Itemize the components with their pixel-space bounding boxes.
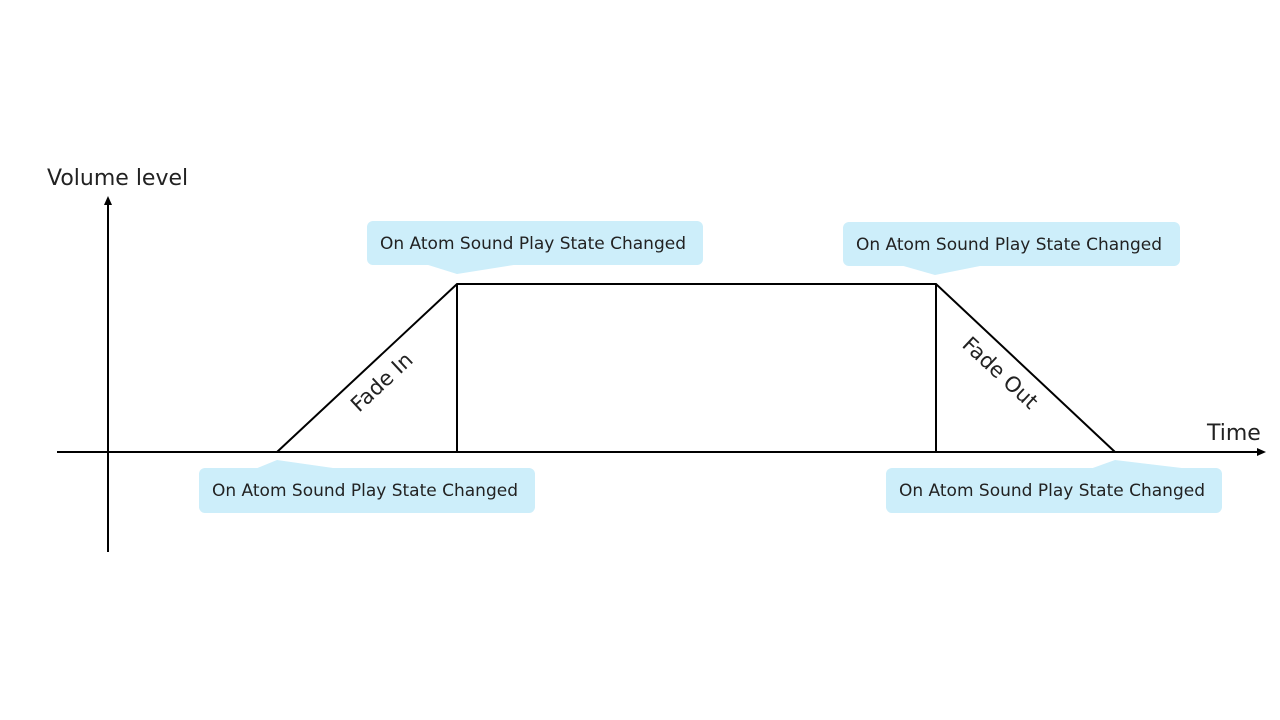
volume-envelope — [276, 283, 1116, 453]
callout-pointer — [255, 460, 340, 469]
callout-box — [199, 468, 535, 513]
callout-box — [886, 468, 1222, 513]
callout-text: On Atom Sound Play State Changed — [380, 234, 686, 254]
callout-pointer — [900, 265, 985, 275]
callout-fade-in-end: On Atom Sound Play State Changed — [367, 221, 703, 274]
callout-pointer — [1090, 460, 1190, 469]
callout-pointer — [425, 264, 520, 274]
callout-text: On Atom Sound Play State Changed — [856, 235, 1162, 255]
y-axis-label: Volume level — [47, 166, 188, 191]
callout-fade-out-end: On Atom Sound Play State Changed — [886, 460, 1222, 513]
callout-text: On Atom Sound Play State Changed — [899, 481, 1205, 501]
callout-fade-in-start: On Atom Sound Play State Changed — [199, 460, 535, 513]
callout-box — [367, 221, 703, 265]
x-axis-label: Time — [1206, 421, 1261, 446]
fade-in-label: Fade In — [346, 348, 418, 417]
callout-text: On Atom Sound Play State Changed — [212, 481, 518, 501]
callout-box — [843, 222, 1180, 266]
callout-fade-out-start: On Atom Sound Play State Changed — [843, 222, 1180, 275]
